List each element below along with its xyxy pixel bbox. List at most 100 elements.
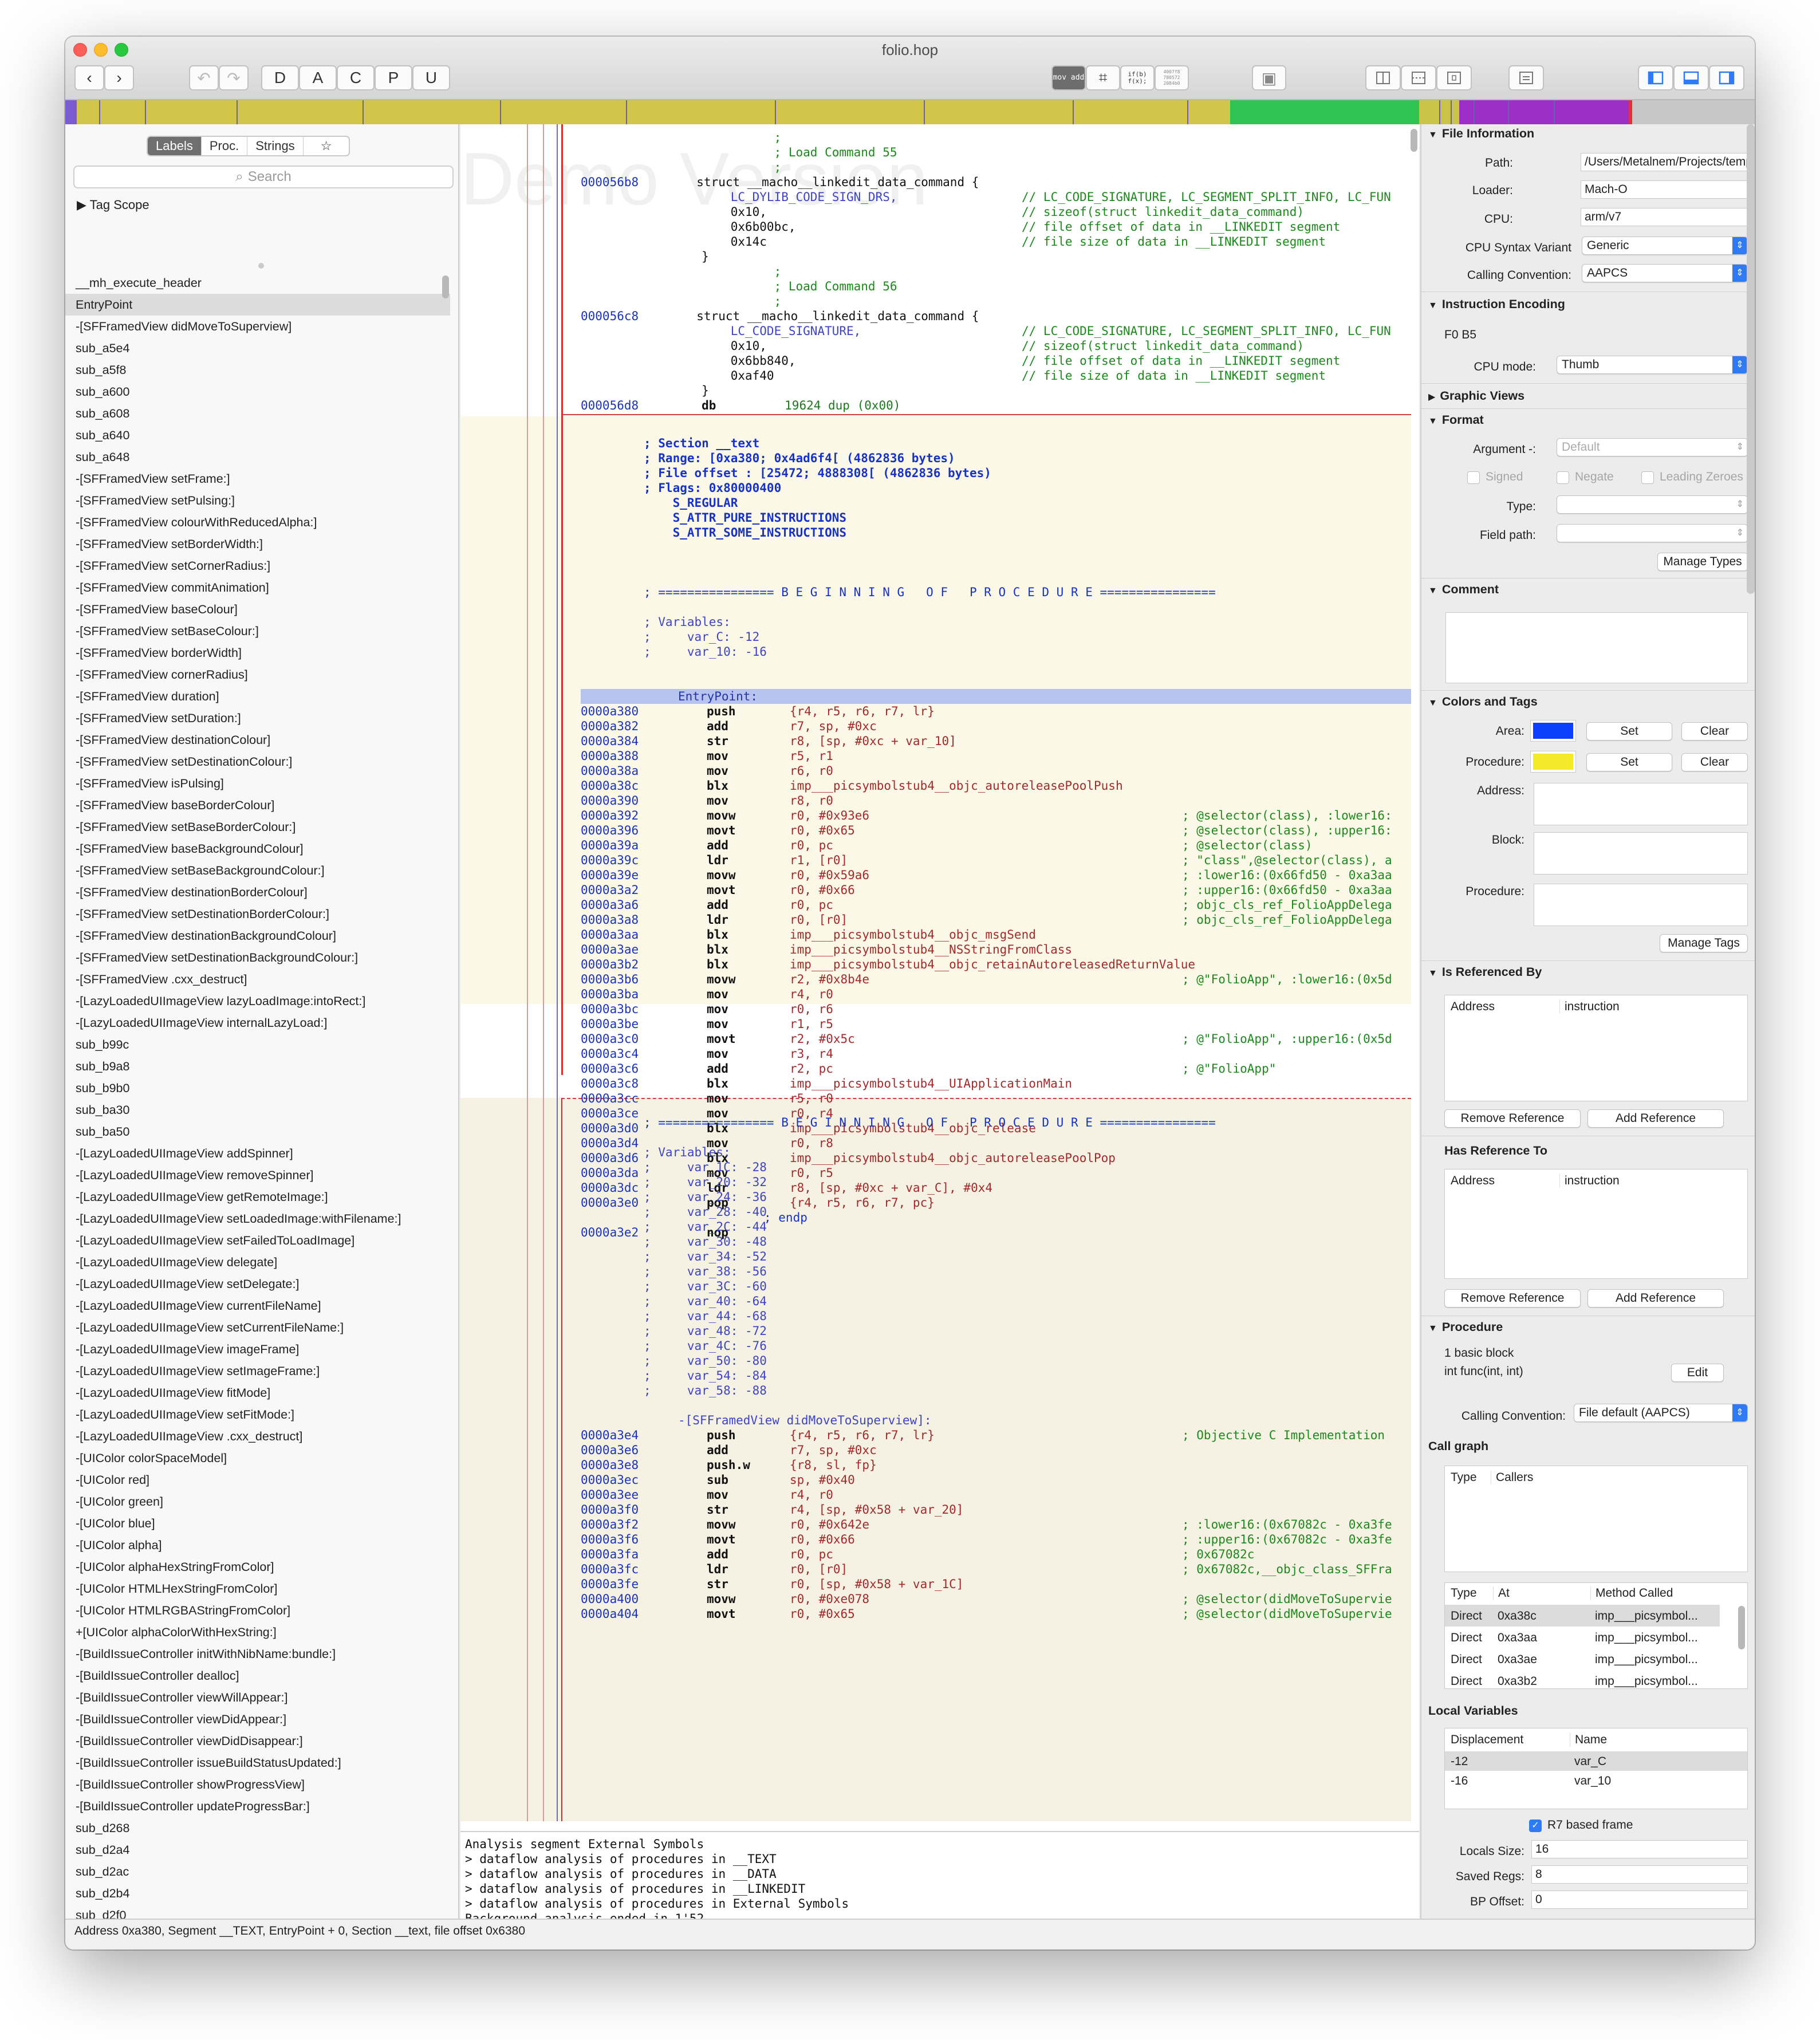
redo-button[interactable]: ↷ <box>219 65 249 90</box>
code-scrollbar[interactable] <box>1411 129 1417 152</box>
block-tags-field[interactable] <box>1534 832 1748 875</box>
add-reference-button[interactable]: Add Reference <box>1587 1109 1724 1128</box>
callees-scrollbar[interactable] <box>1738 1606 1745 1649</box>
label-item[interactable]: -[SFFramedView destinationBorderColour] <box>76 885 308 899</box>
mode-u-button[interactable]: U <box>412 65 450 90</box>
tags-panel-button[interactable] <box>1508 65 1544 90</box>
label-item[interactable]: -[LazyLoadedUIImageView fitMode] <box>76 1386 271 1400</box>
label-item[interactable]: __mh_execute_header <box>76 276 202 290</box>
code-line[interactable]: } <box>581 249 709 264</box>
section-line[interactable]: ; File offset : [25472; 4888308[ (486283… <box>581 466 991 481</box>
label-item[interactable]: -[SFFramedView setDuration:] <box>76 711 241 725</box>
hex-view-button[interactable]: 4007f8 780572 2084b0 <box>1155 65 1189 90</box>
variable-line[interactable]: ; var_44: -68 <box>581 1309 767 1324</box>
label-item[interactable]: -[UIColor HTMLRGBAStringFromColor] <box>76 1604 291 1617</box>
labels-scrollbar[interactable] <box>442 275 449 298</box>
label-item[interactable]: -[UIColor alpha] <box>76 1538 162 1552</box>
tab-labels[interactable]: Labels <box>148 137 202 155</box>
procedure-clear-button[interactable]: Clear <box>1681 753 1748 771</box>
label-item[interactable]: sub_a648 <box>76 450 130 464</box>
bp-offset-field[interactable]: 0 <box>1531 1891 1748 1909</box>
label-item-selected[interactable]: EntryPoint <box>65 294 450 316</box>
procedure-set-button[interactable]: Set <box>1586 753 1672 771</box>
locals-size-field[interactable]: 16 <box>1531 1840 1748 1858</box>
checkbox[interactable] <box>1467 471 1480 484</box>
label-item[interactable]: -[SFFramedView setDestinationBackgroundC… <box>76 951 359 964</box>
label-item[interactable]: -[SFFramedView setFrame:] <box>76 472 230 486</box>
label-item[interactable]: sub_d2a4 <box>76 1843 130 1857</box>
procedure-calling-convention-select[interactable]: File default (AAPCS)⇕ <box>1574 1404 1748 1422</box>
argument-format-select[interactable]: Default⇕ <box>1557 438 1748 456</box>
label-item[interactable]: -[SFFramedView commitAnimation] <box>76 581 269 594</box>
label-item[interactable]: sub_d2b4 <box>76 1887 130 1900</box>
pseudocode-view-button[interactable]: if(b) f(x); <box>1120 65 1155 90</box>
area-color-swatch[interactable] <box>1530 720 1576 742</box>
variable-line[interactable]: ; var_3C: -60 <box>581 1279 767 1294</box>
label-item[interactable]: -[SFFramedView setDestinationBorderColou… <box>76 907 329 921</box>
label-item[interactable]: -[SFFramedView colourWithReducedAlpha:] <box>76 515 317 529</box>
label-item[interactable]: -[SFFramedView setPulsing:] <box>76 494 235 507</box>
code-line[interactable]: ; Load Command 56 <box>581 279 897 294</box>
code-line[interactable]: ; <box>581 264 782 279</box>
undo-button[interactable]: ↶ <box>189 65 219 90</box>
code-line[interactable]: 0xaf40// file size of data in __LINKEDIT… <box>581 368 1326 383</box>
cpu-mode-select[interactable]: Thumb⇕ <box>1557 356 1748 374</box>
field-path-select[interactable]: ⇕ <box>1557 524 1748 542</box>
checkbox[interactable] <box>1641 471 1654 484</box>
label-item[interactable]: -[LazyLoadedUIImageView lazyLoadImage:in… <box>76 994 366 1008</box>
r7-frame-checkbox[interactable]: ✓ <box>1529 1820 1542 1832</box>
label-item[interactable]: -[BuildIssueController initWithNibName:b… <box>76 1647 336 1661</box>
disassembly-view[interactable]: Demo Version ; ; Load Command 55 ;000056… <box>460 124 1419 1821</box>
label-item[interactable]: -[BuildIssueController issueBuildStatusU… <box>76 1756 341 1770</box>
add-reference-to-button[interactable]: Add Reference <box>1587 1289 1724 1308</box>
code-line[interactable]: 000056c8 struct __macho__linkedit_data_c… <box>581 309 979 324</box>
checkbox[interactable] <box>1557 471 1569 484</box>
label-item[interactable]: -[SFFramedView .cxx_destruct] <box>76 972 247 986</box>
label-item[interactable]: -[SFFramedView baseColour] <box>76 602 238 616</box>
label-item[interactable]: sub_a5f8 <box>76 363 127 377</box>
label-item[interactable]: -[UIColor HTMLHexStringFromColor] <box>76 1582 278 1596</box>
label-item[interactable]: -[LazyLoadedUIImageView removeSpinner] <box>76 1168 314 1182</box>
label-item[interactable]: sub_d2ac <box>76 1865 129 1878</box>
label-search-input[interactable]: ⌕Search <box>73 166 454 188</box>
code-line[interactable]: 0x6bb840,// file offset of data in __LIN… <box>581 353 1341 368</box>
label-item[interactable]: -[BuildIssueController showProgressView] <box>76 1778 305 1791</box>
code-line[interactable]: LC_DYLIB_CODE_SIGN_DRS,// LC_CODE_SIGNAT… <box>581 190 1391 204</box>
entry-line[interactable]: EntryPoint: <box>581 689 758 704</box>
variable-line[interactable]: ; var_24: -36 <box>581 1190 767 1204</box>
section-line[interactable]: S_REGULAR <box>581 495 738 510</box>
label-item[interactable]: -[SFFramedView borderWidth] <box>76 646 242 660</box>
variable-line[interactable]: ; var_30: -48 <box>581 1234 767 1249</box>
area-set-button[interactable]: Set <box>1586 722 1672 741</box>
variable-line[interactable]: ; var_54: -84 <box>581 1368 767 1383</box>
graphic-views-section[interactable]: ▶Graphic Views <box>1428 389 1524 403</box>
segment-navigation-bar[interactable] <box>65 100 1755 124</box>
label-item[interactable]: -[SFFramedView destinationBackgroundColo… <box>76 929 336 943</box>
label-item[interactable]: -[BuildIssueController viewDidDisappear:… <box>76 1734 303 1748</box>
manage-tags-button[interactable]: Manage Tags <box>1660 934 1748 952</box>
label-item[interactable]: -[SFFramedView isPulsing] <box>76 777 224 790</box>
label-item[interactable]: -[SFFramedView setCornerRadius:] <box>76 559 271 573</box>
label-item[interactable]: +[UIColor alphaColorWithHexString:] <box>76 1625 277 1639</box>
